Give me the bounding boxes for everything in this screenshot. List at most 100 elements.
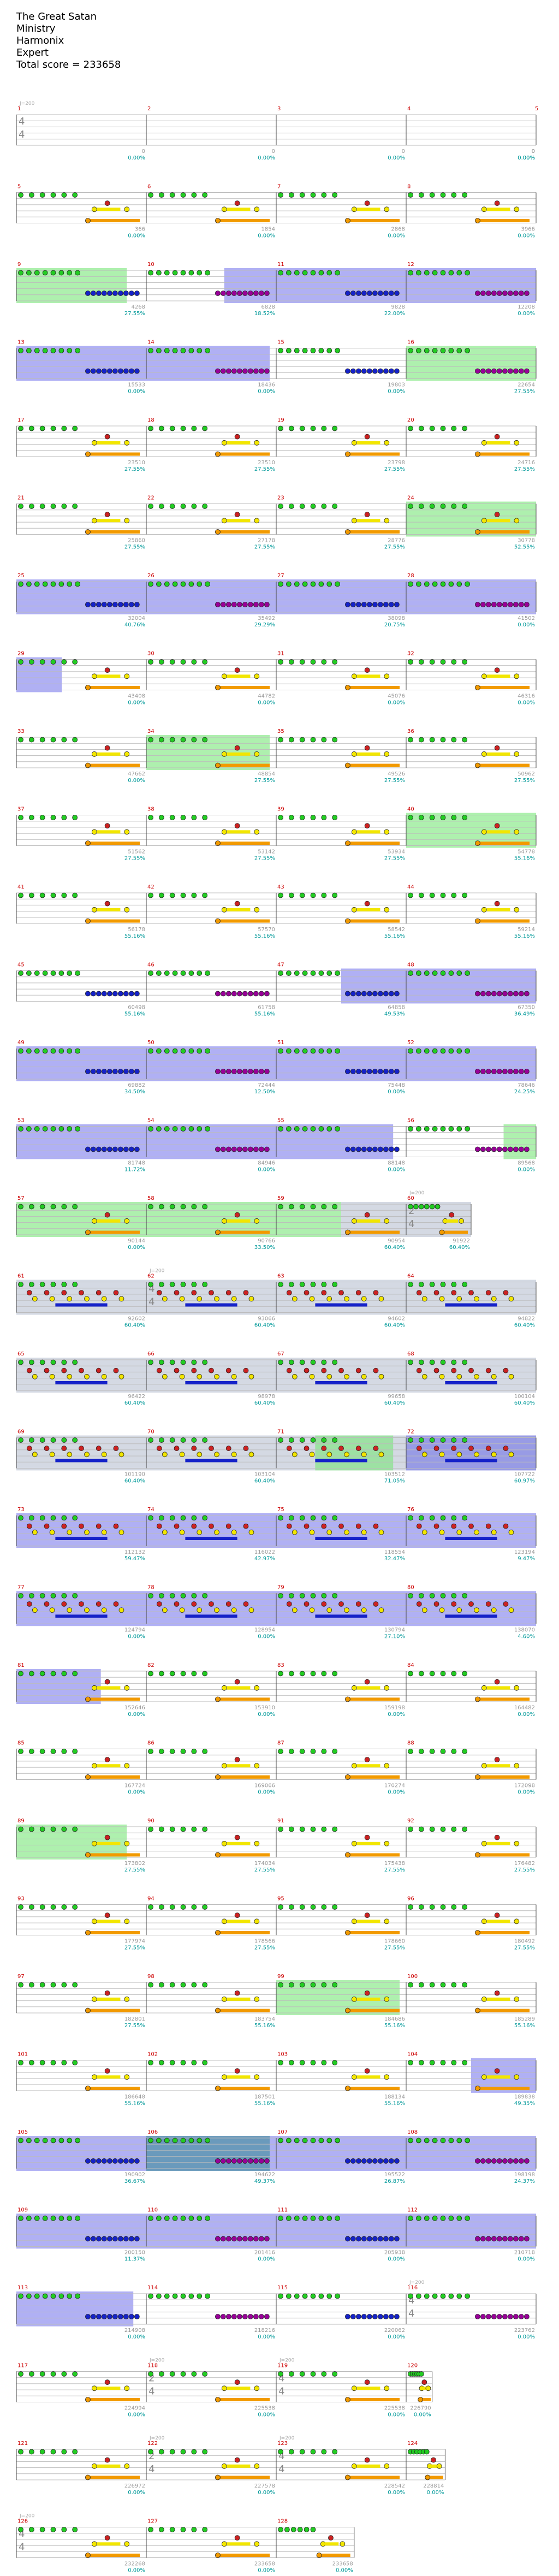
note-red — [433, 1601, 439, 1607]
star-percent: 0.00% — [518, 1790, 535, 1796]
measure-score: 226972 — [124, 2483, 145, 2489]
note-green — [180, 1515, 186, 1521]
measure-score: 48854 — [258, 771, 275, 777]
note-yellow — [351, 1996, 357, 2002]
star-percent: 55.16% — [384, 933, 405, 939]
note-blue — [507, 2158, 513, 2164]
note-yellow — [514, 907, 520, 913]
measure-number: 94 — [147, 1896, 154, 1902]
sustain-blue — [55, 1381, 108, 1384]
note-green — [156, 581, 162, 587]
measure-score: 41502 — [518, 615, 535, 621]
note-red — [61, 1290, 67, 1296]
note-green — [424, 1048, 430, 1054]
note-orange — [475, 218, 480, 223]
measure-score: 225538 — [384, 2406, 405, 2412]
measure-number: 115 — [277, 2285, 288, 2291]
measure-number: 123 — [277, 2441, 288, 2447]
note-green — [332, 1282, 338, 1287]
note-orange — [345, 1229, 350, 1235]
note-green — [310, 2137, 316, 2143]
note-yellow — [351, 1763, 357, 1769]
note-yellow — [344, 1452, 349, 1458]
note-green — [462, 504, 468, 509]
measure-number: 30 — [147, 651, 154, 657]
note-blue — [215, 602, 221, 607]
measure-number: 22 — [147, 495, 154, 501]
note-green — [408, 581, 413, 587]
sustain-yellow — [97, 752, 121, 756]
note-blue — [96, 2236, 102, 2242]
note-green — [156, 2137, 162, 2143]
note-green — [169, 1437, 175, 1443]
note-blue — [264, 2236, 270, 2242]
note-green — [67, 1048, 73, 1054]
note-red — [79, 1601, 84, 1607]
note-green — [432, 2293, 438, 2299]
note-green — [191, 1593, 197, 1598]
note-yellow — [514, 1918, 520, 1924]
note-blue — [383, 602, 389, 607]
note-blue — [475, 2236, 480, 2242]
note-green — [451, 892, 457, 898]
note-green — [462, 1826, 468, 1832]
note-green — [75, 2216, 81, 2221]
sustain-blue — [55, 1537, 108, 1540]
note-blue — [513, 2314, 519, 2319]
note-yellow — [384, 829, 390, 835]
note-orange — [85, 2553, 91, 2558]
note-blue — [361, 602, 367, 607]
note-blue — [491, 1146, 497, 1152]
note-green — [415, 348, 421, 353]
note-green — [465, 2137, 471, 2143]
note-yellow — [384, 1840, 390, 1846]
measure-score: 4268 — [132, 304, 145, 310]
note-red — [364, 1834, 370, 1840]
sustain-orange — [347, 763, 400, 767]
note-red — [243, 1290, 249, 1296]
note-green — [191, 504, 197, 509]
star-percent: 24.37% — [514, 2178, 535, 2184]
note-green — [18, 659, 23, 665]
note-green — [61, 2371, 67, 2377]
note-green — [429, 1671, 435, 1677]
note-orange — [475, 685, 480, 690]
note-blue — [372, 2314, 378, 2319]
note-green — [286, 581, 292, 587]
note-blue — [361, 991, 367, 997]
note-green — [465, 581, 471, 587]
note-red — [355, 1601, 361, 1607]
measure-number: 35 — [277, 729, 284, 735]
note-green — [304, 2527, 310, 2532]
note-yellow — [254, 1685, 260, 1691]
note-blue — [253, 1146, 259, 1152]
sustain-yellow — [486, 1686, 510, 1690]
note-green — [50, 504, 56, 509]
note-blue — [101, 2236, 107, 2242]
note-blue — [485, 1069, 491, 1074]
tempo-marking: J=200 — [409, 2280, 425, 2285]
sustain-yellow — [486, 2075, 510, 2079]
note-yellow — [351, 2385, 357, 2391]
note-green — [18, 2293, 23, 2299]
note-red — [174, 1446, 180, 1452]
note-yellow — [248, 1529, 254, 1535]
note-red — [364, 1212, 370, 1218]
measure-number: 98 — [147, 1974, 154, 1980]
note-yellow — [514, 518, 520, 524]
note-green — [202, 2060, 208, 2065]
note-green — [180, 659, 186, 665]
measure-score: 6828 — [261, 304, 275, 310]
measure-number: 8 — [407, 184, 411, 190]
note-green — [310, 815, 316, 820]
sustain-yellow — [97, 2386, 121, 2390]
total-score: Total score = 233658 — [16, 59, 121, 70]
note-green — [451, 1437, 457, 1443]
note-green — [456, 1126, 462, 1132]
note-green — [440, 1671, 446, 1677]
measure-score: 30778 — [518, 538, 535, 544]
note-blue — [258, 2158, 264, 2164]
note-red — [44, 1290, 50, 1296]
note-blue — [220, 991, 226, 997]
sustain-yellow — [227, 519, 251, 523]
